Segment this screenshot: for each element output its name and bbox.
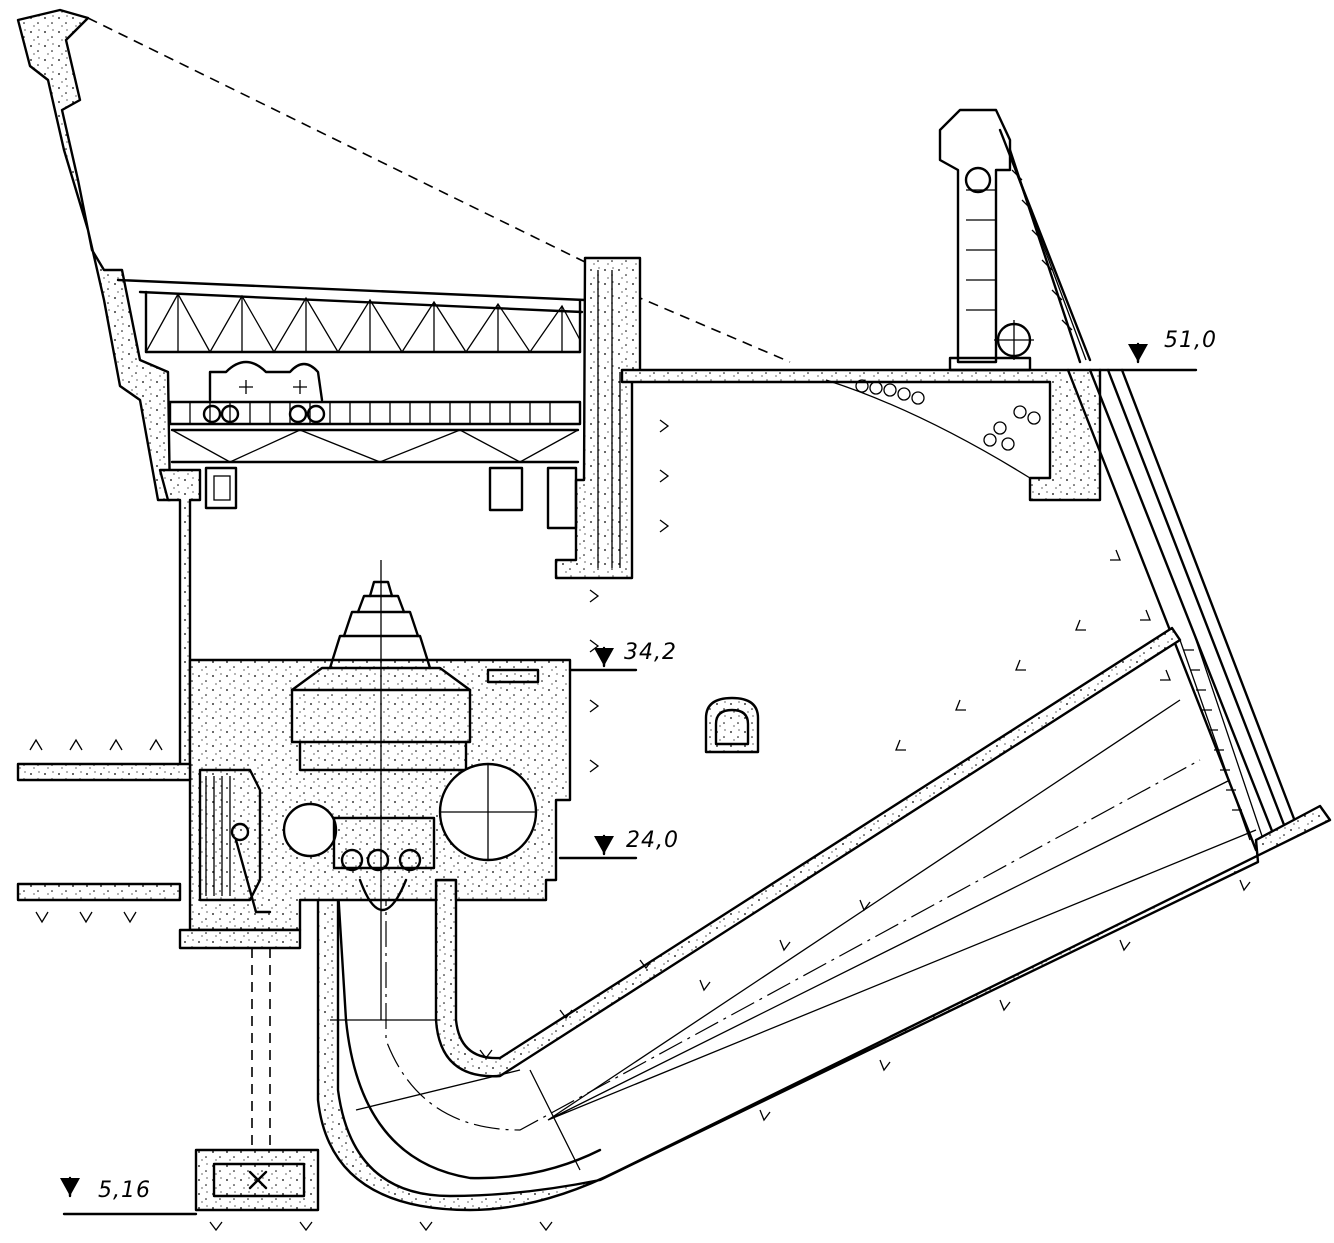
- intake-deck: [620, 368, 1102, 502]
- soil-hatch: [29, 419, 1251, 1232]
- draft-tube: [316, 626, 1332, 1212]
- elevation-label-draft-tube-bottom: 5,16: [98, 1178, 151, 1203]
- left-slope-wall: [16, 8, 172, 502]
- crane-girder: [168, 360, 582, 464]
- drainage-gallery: [194, 948, 320, 1212]
- right-hall-wall: [488, 256, 642, 580]
- elevation-marker-draft-tube-bottom: [60, 1176, 198, 1216]
- elevation-label-top: 51,0: [1164, 328, 1217, 353]
- elevation-marker-generator-floor: [568, 646, 638, 672]
- roof-truss: [116, 278, 587, 354]
- elevation-marker-top: [1098, 342, 1198, 372]
- gantry-crane: [938, 108, 1092, 372]
- generator-unit: [188, 560, 572, 1020]
- elevation-label-turbine-axis: 24,0: [626, 828, 679, 853]
- elevation-label-generator-floor: 34,2: [624, 640, 677, 665]
- riprap-stones: [855, 379, 1041, 451]
- gate-shaft: [1066, 368, 1298, 852]
- cable-tunnel: [704, 696, 760, 754]
- intake-conduit: [16, 762, 302, 950]
- elevation-marker-turbine-axis: [558, 834, 638, 860]
